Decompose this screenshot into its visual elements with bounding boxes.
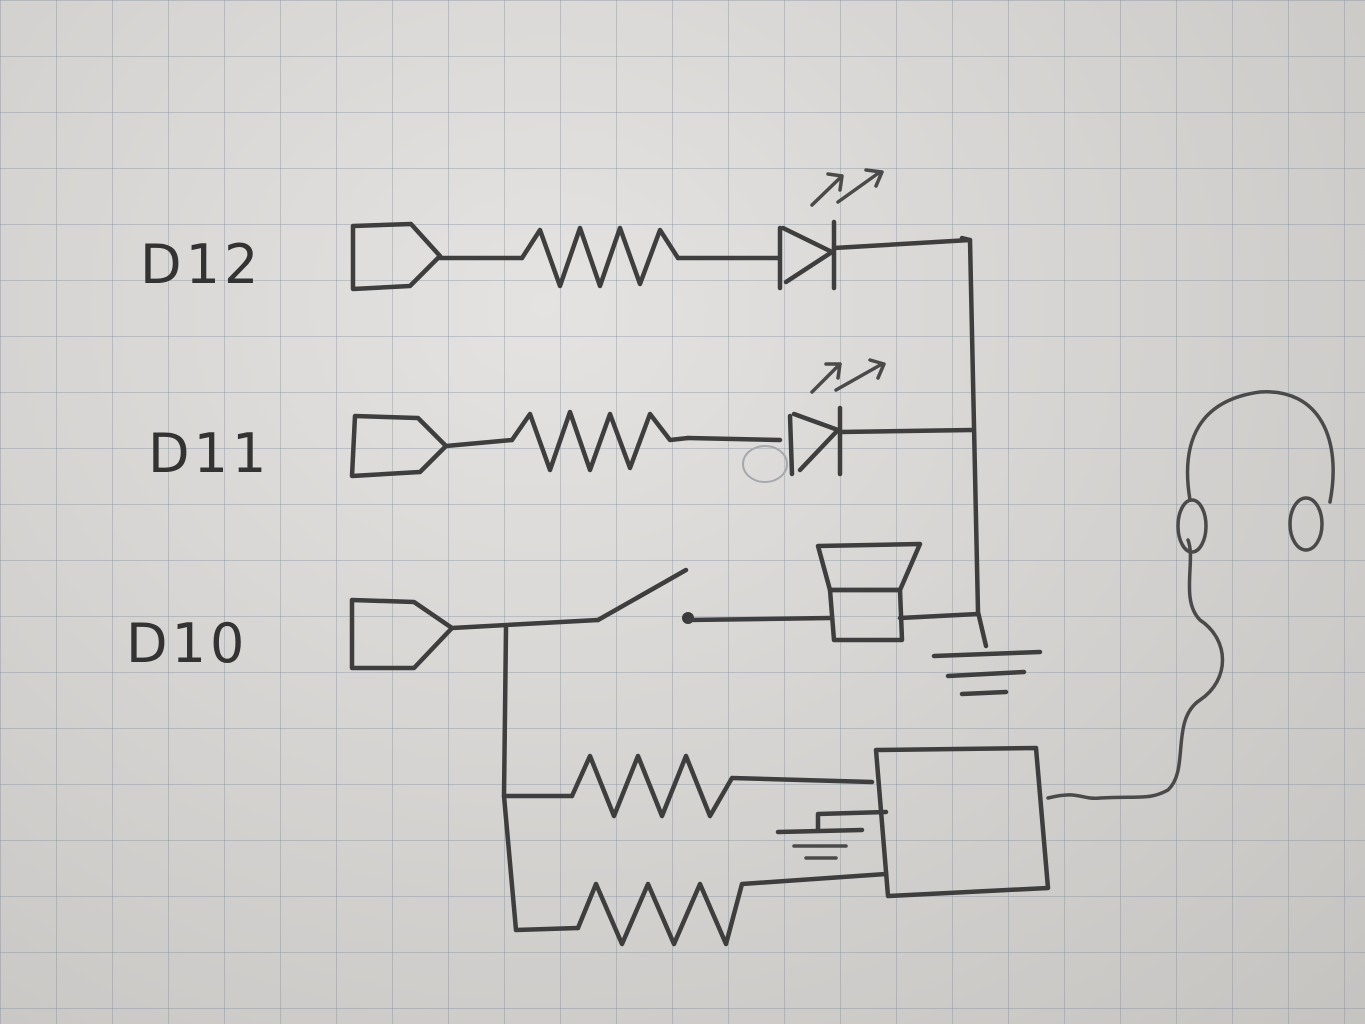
label-d12: D12 xyxy=(140,233,262,296)
label-d10: D10 xyxy=(126,612,248,675)
speaker xyxy=(815,541,981,643)
d12-wire-ground xyxy=(831,237,973,251)
d12-resistor xyxy=(519,225,681,289)
d12-led-arrow-2 xyxy=(836,168,884,204)
d11-wire-1 xyxy=(443,437,515,449)
d11-pin-connector xyxy=(349,413,449,479)
eraser-smudge xyxy=(742,445,788,483)
d11-wire-ground xyxy=(837,427,975,435)
amplifier-chip xyxy=(873,745,1051,899)
headphones-icon xyxy=(1176,390,1335,554)
d10-wire-2 xyxy=(685,615,833,623)
d10-branch-wire xyxy=(501,625,581,933)
d12-pin-connector xyxy=(350,221,443,292)
headphone-cable xyxy=(1046,538,1225,800)
d11-led xyxy=(787,358,886,477)
d12-circuit xyxy=(350,168,973,292)
amp-ground-symbol xyxy=(775,809,889,860)
d10-circuit xyxy=(349,538,1225,947)
label-d11: D11 xyxy=(148,422,270,485)
d11-circuit xyxy=(349,358,975,483)
d11-led-arrow-1 xyxy=(810,362,842,394)
resistor-bottom xyxy=(575,871,889,947)
ground-bus xyxy=(959,235,989,649)
d11-wire-2 xyxy=(685,435,783,443)
d12-led-arrow-1 xyxy=(810,172,844,207)
ground-symbol xyxy=(931,649,1043,697)
d11-resistor xyxy=(509,409,691,473)
d10-wire-1 xyxy=(449,617,601,631)
d10-switch xyxy=(595,567,689,623)
d11-led-arrow-2 xyxy=(834,358,886,392)
d12-led xyxy=(777,168,884,291)
d10-pin-connector xyxy=(349,597,455,671)
resistor-top xyxy=(569,753,875,819)
